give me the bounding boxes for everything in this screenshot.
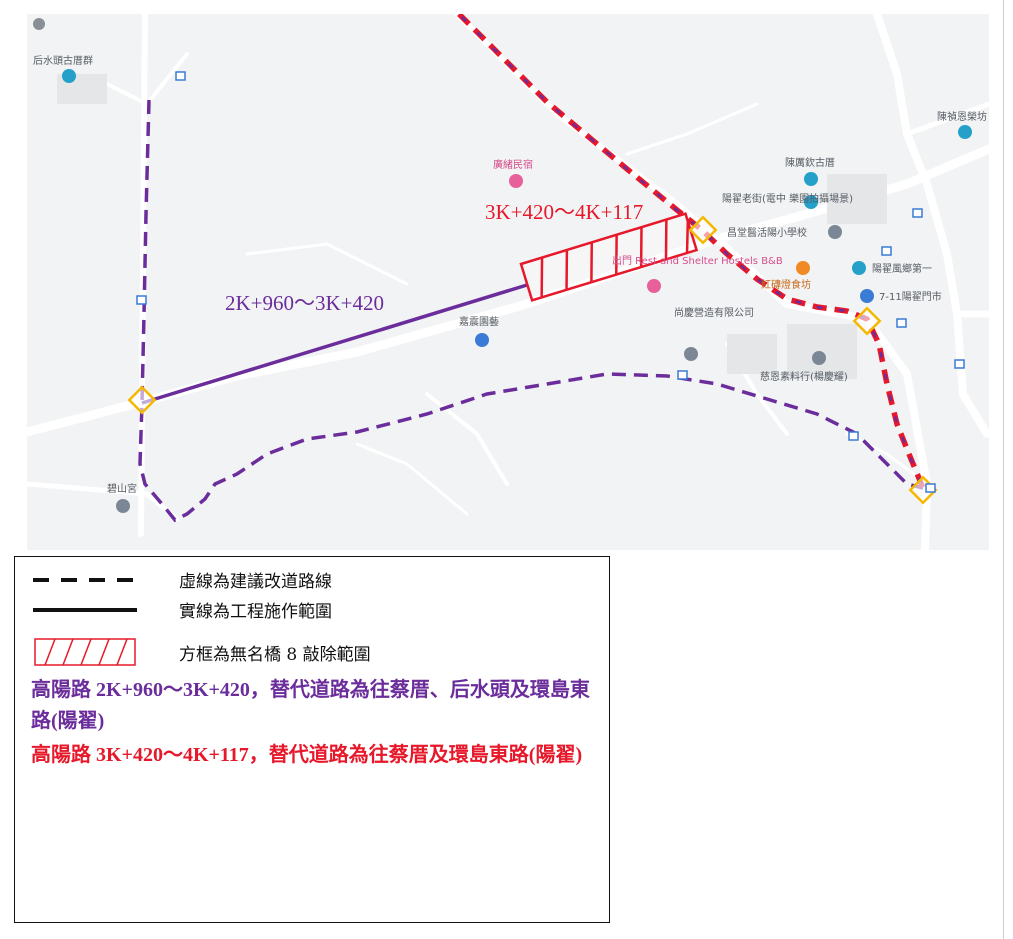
store-pin-icon (860, 289, 874, 303)
poi-bishan: 碧山宮 (107, 482, 137, 495)
poi-yangzhai-feng: 陽翟風鄉第一 (872, 262, 932, 275)
route-map: 3K+420～4K+117 2K+960～3K+420 后水頭古厝群 廣緒民宿 … (27, 14, 989, 550)
solid-line-icon (33, 607, 137, 612)
bus-stop-icon (912, 208, 923, 218)
poi-shanglan: 尚慶營造有限公司 (674, 306, 754, 319)
landmark-pin-icon (852, 261, 866, 275)
landmark-pin-icon (804, 172, 818, 186)
village-blocks (57, 74, 887, 379)
page-divider (1003, 0, 1004, 939)
legend-dashed-text: 虛線為建議改道路線 (179, 572, 332, 592)
junction-marker-north (688, 215, 718, 245)
poi-jiazhen: 嘉震園藝 (459, 315, 499, 328)
map-pin-icon (33, 18, 45, 30)
school-pin-icon (828, 225, 842, 239)
bus-stop-icon (677, 370, 688, 380)
landmark-pin-icon (62, 69, 76, 83)
legend-solid-text: 實線為工程施作範圍 (179, 602, 332, 622)
lodging-pin-icon (509, 174, 523, 188)
poi-guangxu: 廣緒民宿 (493, 158, 533, 171)
range-label-red: 3K+420～4K+117 (485, 200, 643, 224)
poi-pins: 后水頭古厝群 廣緒民宿 陳厲欽古厝 陽翟老街(電中 樂園拍攝場景) 昌堂醫活陽小… (33, 18, 987, 513)
landmark-pin-icon (958, 125, 972, 139)
note-purple: 高陽路 2K+960～3K+420，替代道路為往蔡厝、后水頭及環島東路(陽翟) (31, 679, 590, 732)
junction-marker-west (127, 385, 157, 415)
bus-stop-icon (896, 318, 907, 328)
legend-row-solid: 實線為工程施作範圍 (15, 597, 332, 622)
poi-yangzhai-school: 昌堂醫活陽小學校 (727, 226, 807, 239)
bus-stop-icon (954, 359, 965, 369)
shop-pin-icon (812, 351, 826, 365)
poi-chumen-bnb: 出門 Rest and Shelter Hostels B&B (612, 254, 783, 267)
landmark-pin-icon (804, 195, 818, 209)
lodging-pin-icon (647, 279, 661, 293)
company-pin-icon (684, 347, 698, 361)
bus-stop-icon (848, 431, 859, 441)
bus-stop-icon (136, 295, 147, 305)
poi-cishan: 慈恩素料行(楊慶耀) (760, 370, 848, 383)
restaurant-pin-icon (796, 261, 810, 275)
legend-box: 虛線為建議改道路線 實線為工程施作範圍 方框為無名橋 8 敲除範圍 高陽路 2K… (14, 556, 610, 923)
shop-pin-icon (475, 333, 489, 347)
bus-stop-icon (925, 483, 936, 493)
construction-range-purple (141, 283, 528, 405)
poi-houshuitou: 后水頭古厝群 (33, 54, 93, 67)
bus-stop-icon (175, 71, 186, 81)
dashed-line-icon (33, 577, 137, 582)
note-red: 高陽路 3K+420～4K+117，替代道路為往蔡厝及環島東路(陽翟) (31, 744, 583, 766)
striped-box-icon (34, 638, 136, 666)
map-canvas: 3K+420～4K+117 2K+960～3K+420 后水頭古厝群 廣緒民宿 … (27, 14, 989, 550)
legend-row-dashed: 虛線為建議改道路線 (15, 567, 332, 592)
poi-hongxuan: 紅磚燈食坊 (761, 278, 811, 291)
legend-box-text: 方框為無名橋 8 敲除範圍 (179, 644, 371, 665)
legend-row-box: 方框為無名橋 8 敲除範圍 (15, 637, 371, 667)
detour-red-east (457, 14, 926, 490)
range-label-purple: 2K+960～3K+420 (225, 291, 384, 315)
poi-yangzhai: 陽翟老街(電中 樂園拍攝場景) (722, 192, 853, 205)
poi-chenjia: 陳厲欽古厝 (785, 156, 835, 169)
poi-chen-rongyong: 陳禎恩榮坊 (937, 110, 987, 123)
temple-pin-icon (116, 499, 130, 513)
map-background (27, 14, 989, 550)
bus-stops (136, 71, 965, 493)
junction-marker-east (852, 306, 882, 336)
poi-seven-eleven: 7-11陽翟門市 (879, 290, 942, 303)
bus-stop-icon (881, 246, 892, 256)
